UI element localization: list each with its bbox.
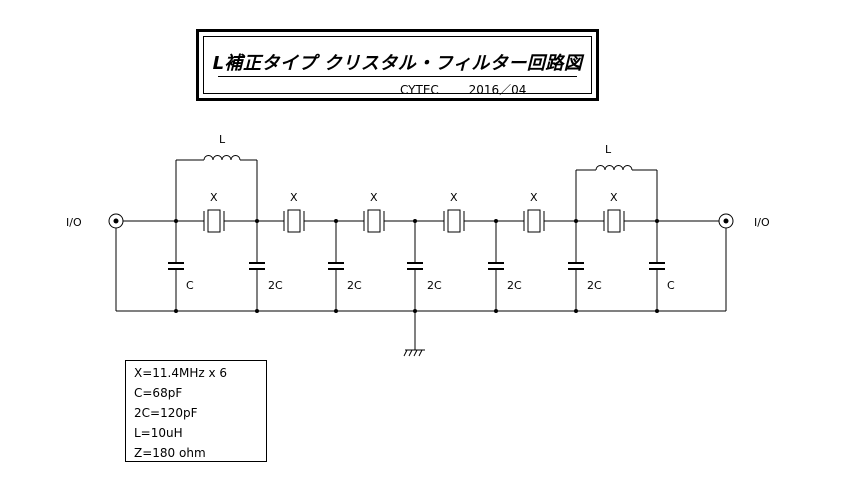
capacitor-2: [249, 221, 265, 311]
crystal-label: X: [210, 191, 218, 204]
specs-box: X=11.4MHz x 6 C=68pF 2C=120pF L=10uH Z=1…: [125, 360, 267, 462]
capacitor-label: 2C: [507, 279, 522, 292]
io-label-right: I/O: [754, 216, 770, 229]
capacitor-label: 2C: [427, 279, 442, 292]
crystal-label: X: [290, 191, 298, 204]
title-block: L補正タイプ クリスタル・フィルター回路図 CYTEC 2016／04: [196, 29, 599, 101]
capacitor-label: C: [667, 279, 675, 292]
io-connector-left: [108, 213, 124, 229]
spec-line: L=10uH: [134, 426, 183, 440]
capacitor-label: 2C: [347, 279, 362, 292]
inductor-right: L: [595, 143, 633, 171]
crystal-label: X: [610, 191, 618, 204]
spec-line: X=11.4MHz x 6: [134, 366, 228, 380]
title-frame: L補正タイプ クリスタル・フィルター回路図 CYTEC 2016／04: [203, 36, 592, 97]
capacitor-4: [407, 221, 423, 311]
crystal-1: X: [203, 191, 225, 233]
capacitor-1: [168, 221, 184, 311]
inductor-label: L: [219, 133, 226, 146]
crystal-5: X: [523, 191, 545, 233]
inductor-label: L: [605, 143, 612, 156]
ground-icon: [403, 349, 425, 357]
spec-line: C=68pF: [134, 386, 183, 400]
capacitor-6: [568, 221, 584, 311]
io-label-left: I/O: [66, 216, 82, 229]
capacitor-label: 2C: [268, 279, 283, 292]
crystal-label: X: [450, 191, 458, 204]
title-credits: CYTEC 2016／04: [400, 81, 552, 98]
io-connector-right: [718, 213, 734, 229]
capacitor-5: [488, 221, 504, 311]
capacitor-3: [328, 221, 344, 311]
crystal-4: X: [443, 191, 465, 233]
crystal-3: X: [363, 191, 385, 233]
capacitor-7: [649, 221, 665, 311]
date-label: 2016／04: [468, 83, 527, 97]
capacitor-label: 2C: [587, 279, 602, 292]
crystal-label: X: [530, 191, 538, 204]
diagram-title: L補正タイプ クリスタル・フィルター回路図: [212, 53, 583, 74]
inductor-left: L: [203, 133, 241, 161]
junction-dots: [174, 219, 659, 313]
spec-line: Z=180 ohm: [134, 446, 206, 460]
title-underline: [218, 76, 577, 77]
author-label: CYTEC: [400, 83, 439, 97]
crystal-6: X: [603, 191, 625, 233]
wiring: [115, 159, 727, 350]
capacitor-label: C: [186, 279, 194, 292]
crystal-label: X: [370, 191, 378, 204]
crystal-2: X: [283, 191, 305, 233]
spec-line: 2C=120pF: [134, 406, 198, 420]
